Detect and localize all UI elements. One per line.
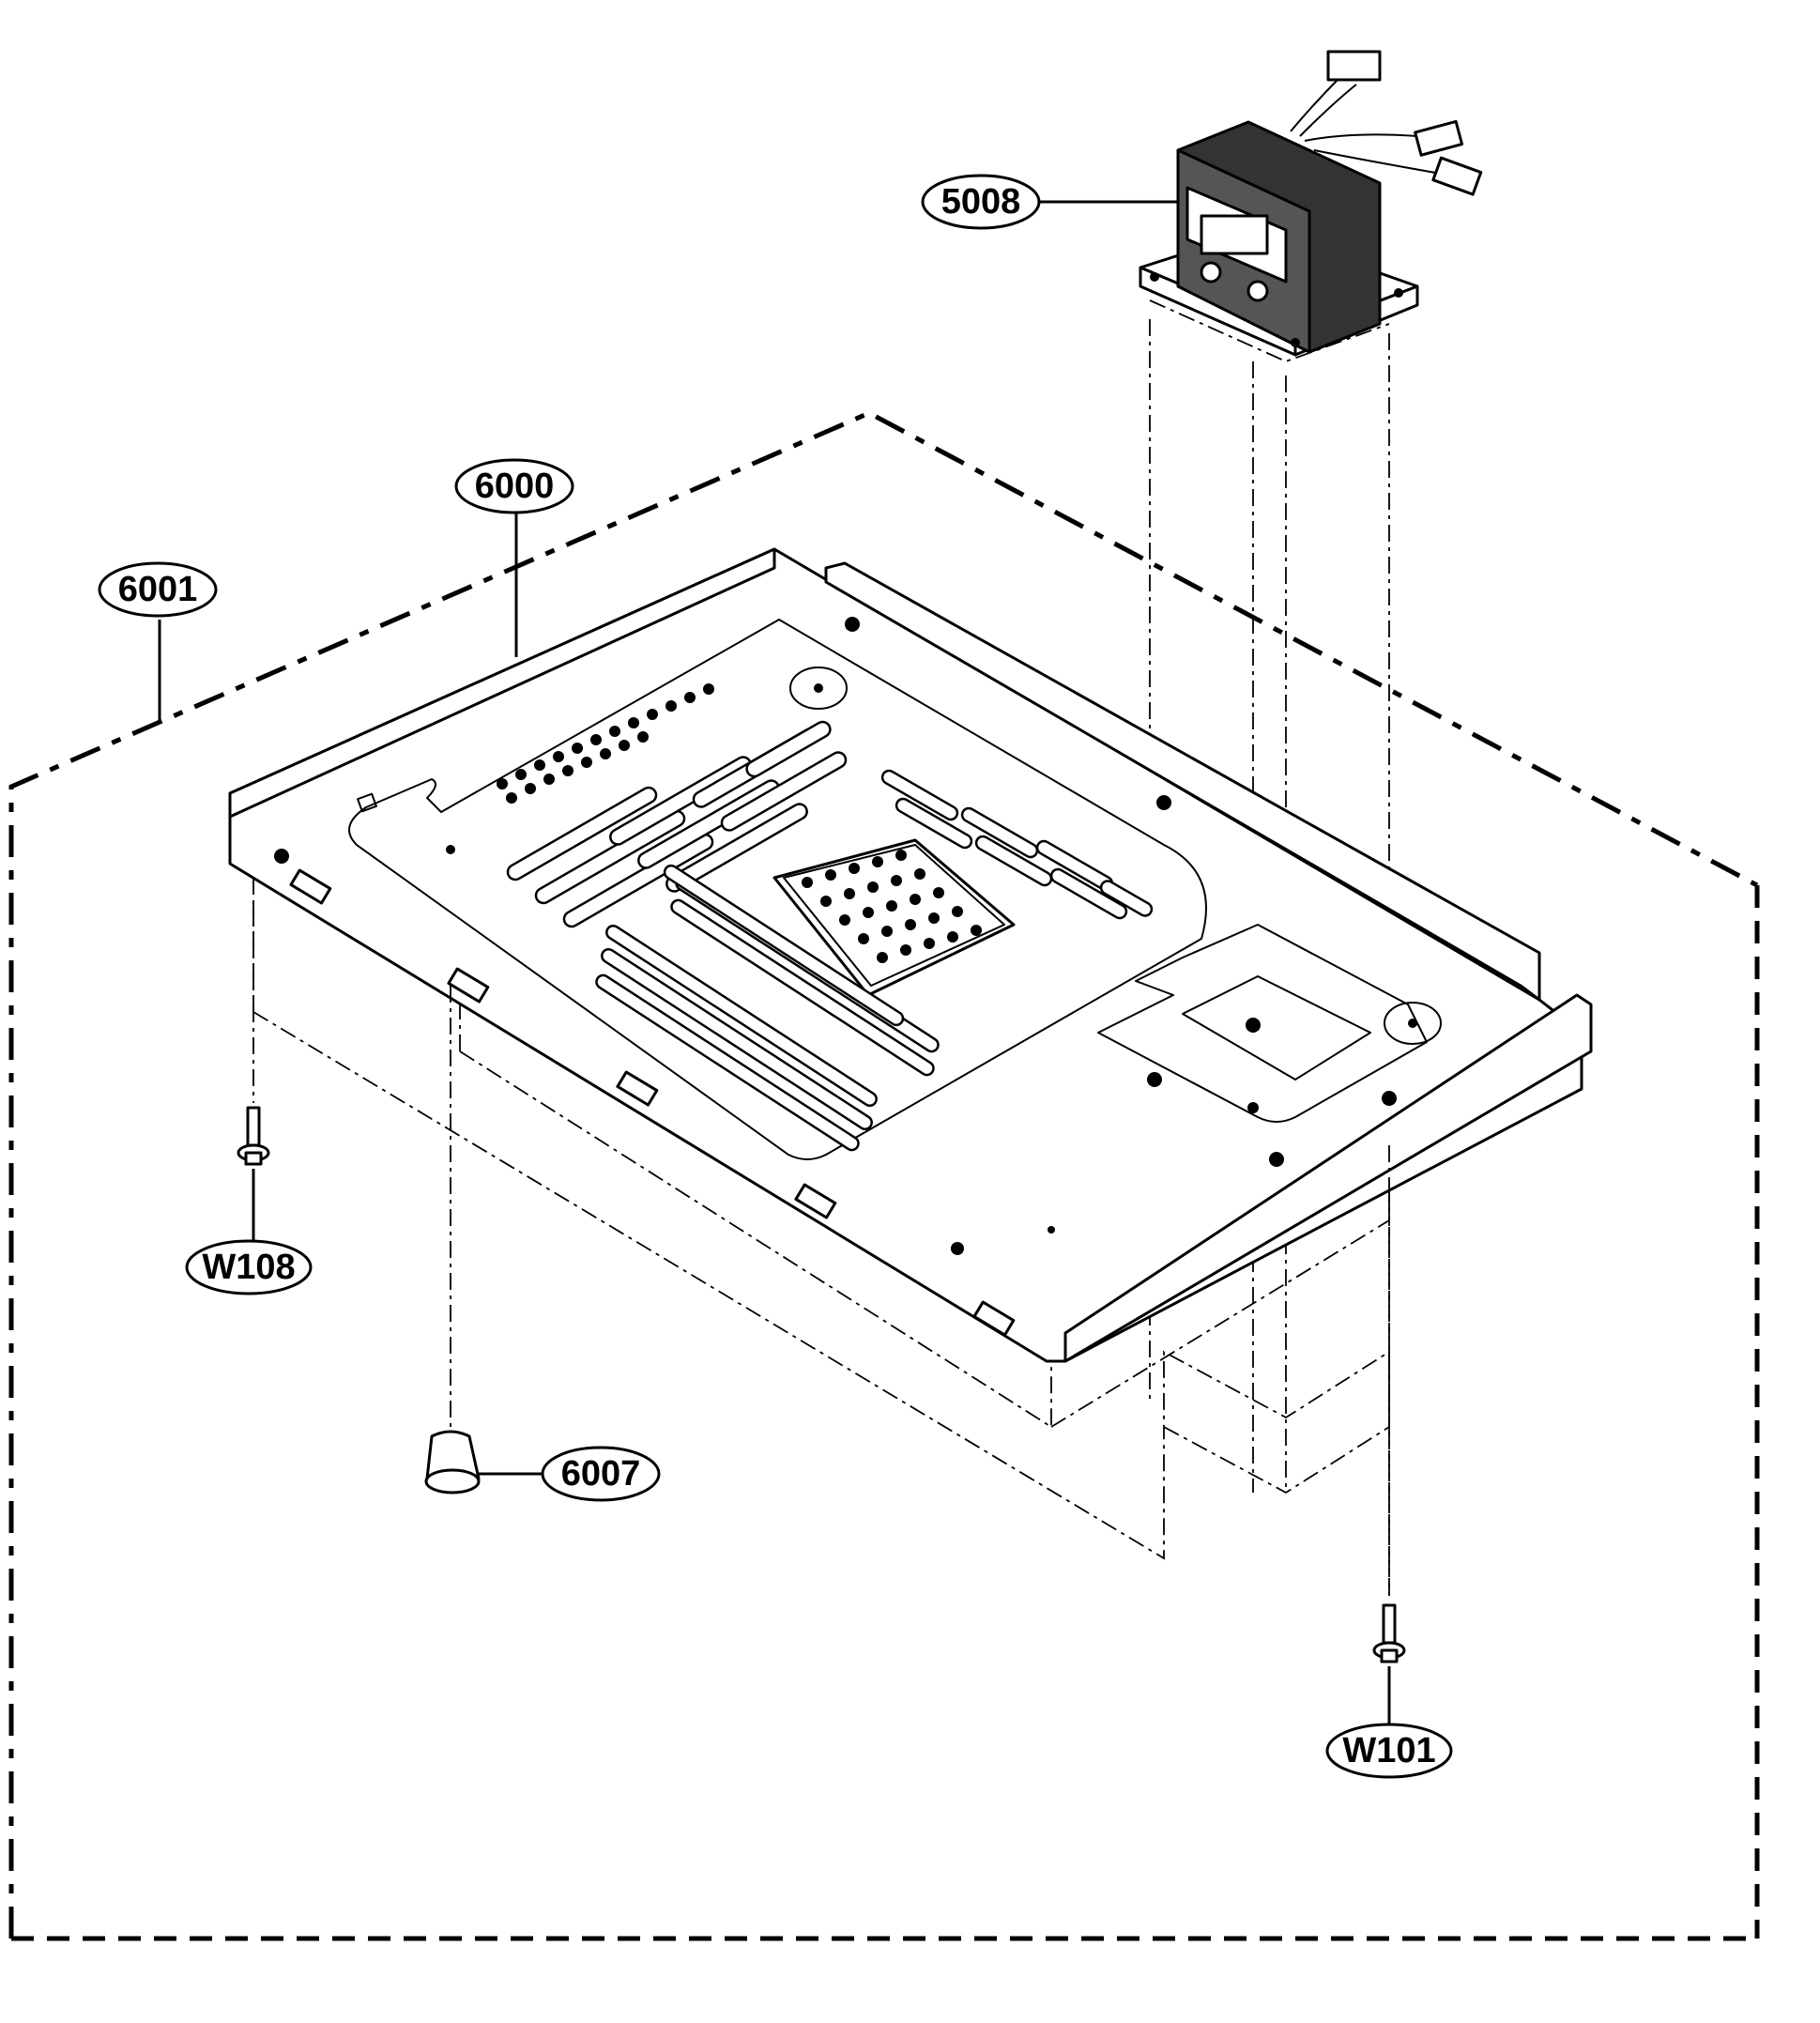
svg-text:6000: 6000 bbox=[475, 467, 555, 506]
svg-text:6007: 6007 bbox=[561, 1454, 641, 1494]
screw-w101 bbox=[1372, 1145, 1406, 1732]
vent-slots-right bbox=[880, 769, 1154, 920]
callout-5008: 5008 bbox=[921, 174, 1041, 230]
callout-6000: 6000 bbox=[454, 458, 574, 514]
vent-slots-upper bbox=[506, 720, 848, 928]
svg-text:6001: 6001 bbox=[118, 570, 198, 609]
svg-text:W101: W101 bbox=[1342, 1731, 1435, 1770]
vent-dots bbox=[802, 850, 982, 963]
callout-6001: 6001 bbox=[98, 561, 218, 618]
assembly-boundary bbox=[8, 410, 1760, 1941]
callout-w101: W101 bbox=[1325, 1723, 1453, 1779]
transformer bbox=[1139, 50, 1483, 357]
svg-text:W108: W108 bbox=[202, 1248, 295, 1287]
callout-w108: W108 bbox=[185, 1239, 313, 1295]
vent-slots-lower bbox=[595, 864, 940, 1152]
vent-holes-row bbox=[497, 683, 714, 804]
callout-6007: 6007 bbox=[541, 1446, 661, 1502]
foot-6007 bbox=[424, 986, 544, 1494]
base-plate bbox=[228, 547, 1593, 1363]
screw-w108 bbox=[237, 878, 270, 1244]
svg-text:5008: 5008 bbox=[941, 182, 1021, 222]
